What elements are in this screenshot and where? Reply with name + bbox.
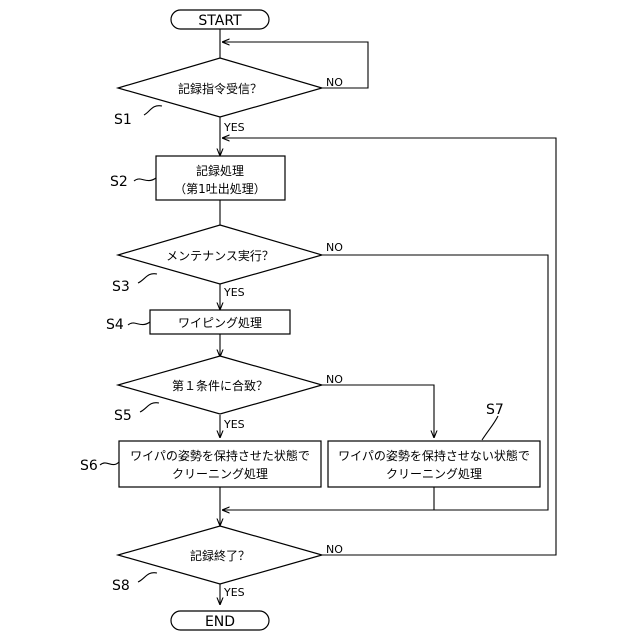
s3-question: メンテナンス実行？ xyxy=(166,248,274,263)
s7-step-tag: S7 xyxy=(486,402,504,418)
s5-yes-label: YES xyxy=(223,418,245,431)
start-terminal: START xyxy=(171,10,269,29)
s1-leader-line xyxy=(144,106,162,115)
s2-leader-line xyxy=(134,178,156,181)
s4-process: ワイピング処理 S4 xyxy=(106,310,290,334)
s1-no-label: NO xyxy=(326,76,343,89)
s2-text-line1: 記録処理 xyxy=(196,163,244,178)
s6-process: ワイパの姿勢を保持させた状態で クリーニング処理 S6 xyxy=(80,441,321,487)
s5-question: 第１条件に合致？ xyxy=(172,378,268,393)
s4-step-tag: S4 xyxy=(106,317,124,333)
s5-decision: 第１条件に合致？ NO YES S5 xyxy=(114,356,343,431)
s8-step-tag: S8 xyxy=(112,578,130,594)
s4-text: ワイピング処理 xyxy=(178,316,262,330)
s7-text-line1: ワイパの姿勢を保持させない状態で xyxy=(338,448,530,463)
s8-yes-label: YES xyxy=(223,586,245,599)
s2-step-tag: S2 xyxy=(110,174,128,190)
s3-decision: メンテナンス実行？ NO YES S3 xyxy=(112,225,343,299)
s3-no-label: NO xyxy=(326,241,343,254)
s6-leader-line xyxy=(100,462,119,465)
s6-text-line2: クリーニング処理 xyxy=(172,467,268,481)
s1-yes-label: YES xyxy=(223,121,245,134)
s6-text-line1: ワイパの姿勢を保持させた状態で xyxy=(130,448,310,463)
s1-step-tag: S1 xyxy=(114,112,132,128)
s8-question: 記録終了？ xyxy=(190,548,250,563)
s5-step-tag: S5 xyxy=(114,408,132,424)
s6-step-tag: S6 xyxy=(80,458,98,474)
start-label: START xyxy=(198,13,242,29)
s2-text-line2: （第1吐出処理） xyxy=(174,182,266,196)
s3-leader-line xyxy=(138,274,157,283)
s3-step-tag: S3 xyxy=(112,279,130,295)
end-label: END xyxy=(205,614,235,630)
s2-process: 記録処理 （第1吐出処理） S2 xyxy=(110,156,285,200)
s8-no-label: NO xyxy=(326,543,343,556)
s5-no-arrow xyxy=(322,385,434,438)
s1-decision: 記録指令受信？ NO YES S1 xyxy=(114,58,343,134)
end-terminal: END xyxy=(171,611,269,630)
s5-no-label: NO xyxy=(326,373,343,386)
s7-text-line2: クリーニング処理 xyxy=(386,467,482,481)
s5-leader-line xyxy=(140,403,159,412)
s8-leader-line xyxy=(138,573,157,582)
s3-yes-label: YES xyxy=(223,286,245,299)
s1-question: 記録指令受信？ xyxy=(178,81,262,96)
s8-decision: 記録終了？ NO YES S8 xyxy=(112,526,343,599)
s4-leader-line xyxy=(128,322,150,325)
s7-leader-line xyxy=(482,416,498,440)
